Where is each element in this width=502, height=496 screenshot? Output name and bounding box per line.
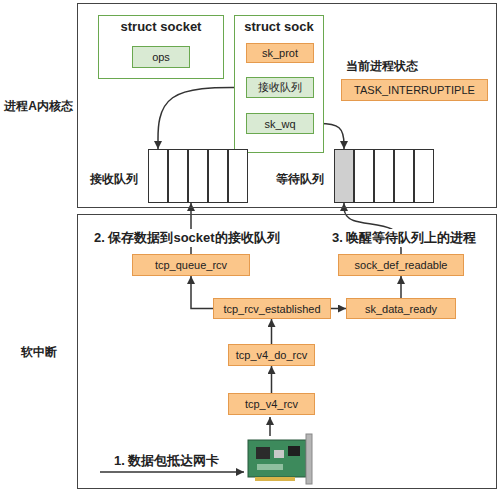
queue-cells bbox=[334, 149, 434, 203]
queue-label: 等待队列 bbox=[276, 171, 324, 188]
struct-box: sk_prot 接收队列 sk_wq struct sock bbox=[234, 15, 324, 153]
function-name: tcp_rcv_established bbox=[223, 303, 320, 315]
function-box: sock_def_readable bbox=[338, 254, 464, 276]
function-box: tcp_v4_rcv bbox=[228, 393, 315, 415]
queue-cell bbox=[209, 150, 228, 203]
struct-title: struct socket bbox=[99, 19, 223, 34]
function-box: sk_wq bbox=[246, 113, 314, 134]
step-label: 3. 唤醒等待队列上的进程 bbox=[330, 229, 478, 247]
queue-cell bbox=[355, 150, 374, 203]
flow-arrow bbox=[331, 308, 346, 310]
function-name: ops bbox=[152, 51, 170, 63]
function-box: ops bbox=[132, 46, 190, 68]
struct-box: ops struct socket bbox=[98, 15, 224, 79]
nic-up-arrow bbox=[269, 417, 271, 436]
function-name: sock_def_readable bbox=[355, 259, 448, 271]
queue-cell bbox=[229, 150, 248, 203]
arrival-arrow bbox=[100, 471, 244, 473]
flow-arrow bbox=[191, 276, 213, 309]
network-card bbox=[248, 434, 312, 484]
queue-cell bbox=[149, 150, 168, 203]
queue-cell bbox=[395, 150, 414, 203]
function-name: tcp_queue_rcv bbox=[155, 259, 227, 271]
queue-box: 等待队列 bbox=[334, 149, 434, 203]
function-name: sk_data_ready bbox=[365, 303, 437, 315]
step-label: 2. 保存数据到socket的接收队列 bbox=[92, 229, 282, 247]
function-box: 接收队列 bbox=[246, 77, 314, 98]
state-heading: 当前进程状态 bbox=[346, 58, 418, 75]
function-name: 接收队列 bbox=[258, 80, 302, 95]
region-label: 进程A内核态 bbox=[1, 97, 76, 114]
queue-cells bbox=[148, 149, 248, 203]
queue-cell bbox=[169, 150, 188, 203]
flow-arrow bbox=[158, 88, 246, 150]
flow-arrow bbox=[271, 366, 273, 393]
flow-arrow bbox=[271, 319, 273, 344]
step-label: 1. 数据包抵达网卡 bbox=[112, 452, 221, 470]
queue-cell bbox=[189, 150, 208, 203]
function-name: tcp_v4_rcv bbox=[245, 398, 298, 410]
struct-title: struct sock bbox=[235, 19, 323, 34]
function-name: sk_prot bbox=[262, 47, 298, 59]
function-box: tcp_rcv_established bbox=[213, 298, 331, 319]
state-box: 当前进程状态TASK_INTERRUPTIPLE bbox=[341, 79, 488, 101]
region-label: 软中断 bbox=[1, 343, 76, 360]
queue-cell bbox=[375, 150, 394, 203]
flow-arrow bbox=[400, 276, 402, 298]
queue-label: 接收队列 bbox=[90, 171, 138, 188]
queue-cell bbox=[335, 150, 354, 203]
queue-cell bbox=[415, 150, 434, 203]
function-box: tcp_queue_rcv bbox=[132, 254, 250, 276]
function-box: tcp_v4_do_rcv bbox=[228, 344, 315, 366]
queue-box: 接收队列 bbox=[148, 149, 248, 203]
function-name: tcp_v4_do_rcv bbox=[236, 349, 308, 361]
function-name: sk_wq bbox=[264, 118, 295, 130]
function-box: sk_prot bbox=[246, 43, 314, 63]
function-box: sk_data_ready bbox=[346, 298, 456, 319]
region-band: tcp_queue_rcv sock_def_readable tcp_rcv_es… bbox=[77, 214, 497, 489]
region-band: ops struct socket sk_prot 接收队列 sk_wq struct s… bbox=[77, 3, 497, 208]
state-value: TASK_INTERRUPTIPLE bbox=[354, 84, 475, 96]
